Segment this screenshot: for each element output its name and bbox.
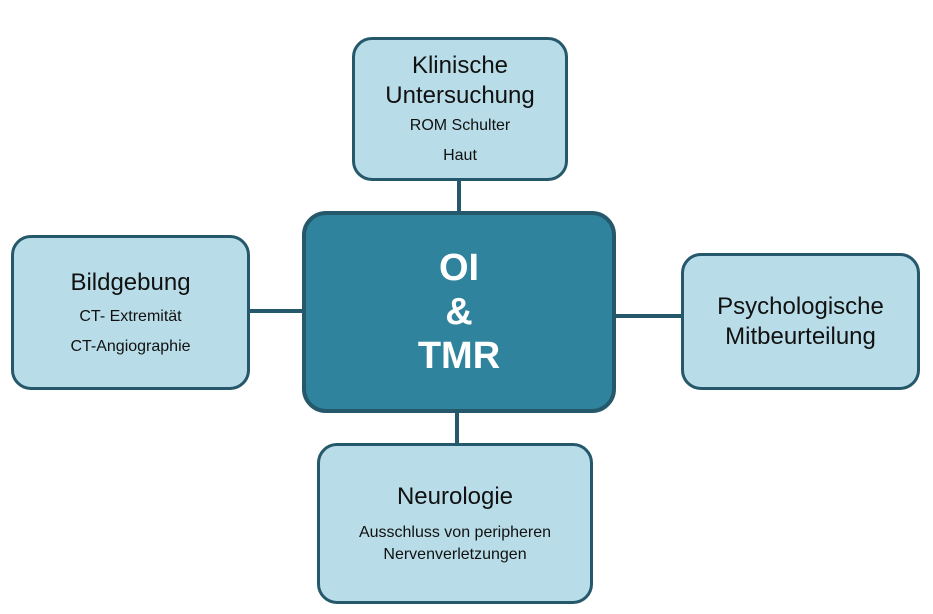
center-node: OI & TMR: [302, 211, 616, 413]
node-title: Neurologie: [396, 482, 514, 510]
connector-bottom: [455, 410, 459, 446]
node-title-line: Untersuchung: [385, 82, 535, 109]
node-title-line: Klinische: [411, 52, 509, 79]
center-line-1: OI: [438, 247, 480, 289]
connector-left: [248, 309, 304, 313]
node-item-line: Nervenverletzungen: [383, 545, 527, 563]
node-item: ROM Schulter: [409, 117, 511, 134]
node-klinische-untersuchung: Klinische Untersuchung ROM Schulter Haut: [352, 37, 568, 181]
node-item: CT- Extremität: [79, 307, 182, 325]
node-bildgebung: Bildgebung CT- Extremität CT-Angiographi…: [11, 235, 250, 390]
node-title-line: Mitbeurteilung: [725, 322, 876, 350]
node-title-line: Psychologische: [717, 292, 884, 320]
center-line-2: &: [445, 291, 473, 333]
node-psychologische-mitbeurteilung: Psychologische Mitbeurteilung: [681, 253, 920, 390]
node-item: CT-Angiographie: [70, 337, 191, 355]
node-item-line: Ausschluss von peripheren: [358, 523, 552, 541]
connector-right: [614, 314, 684, 318]
node-neurologie: Neurologie Ausschluss von peripheren Ner…: [317, 443, 593, 604]
node-item: Haut: [443, 147, 477, 164]
connector-top: [457, 178, 461, 214]
center-line-3: TMR: [417, 335, 501, 377]
node-title: Bildgebung: [70, 268, 191, 296]
